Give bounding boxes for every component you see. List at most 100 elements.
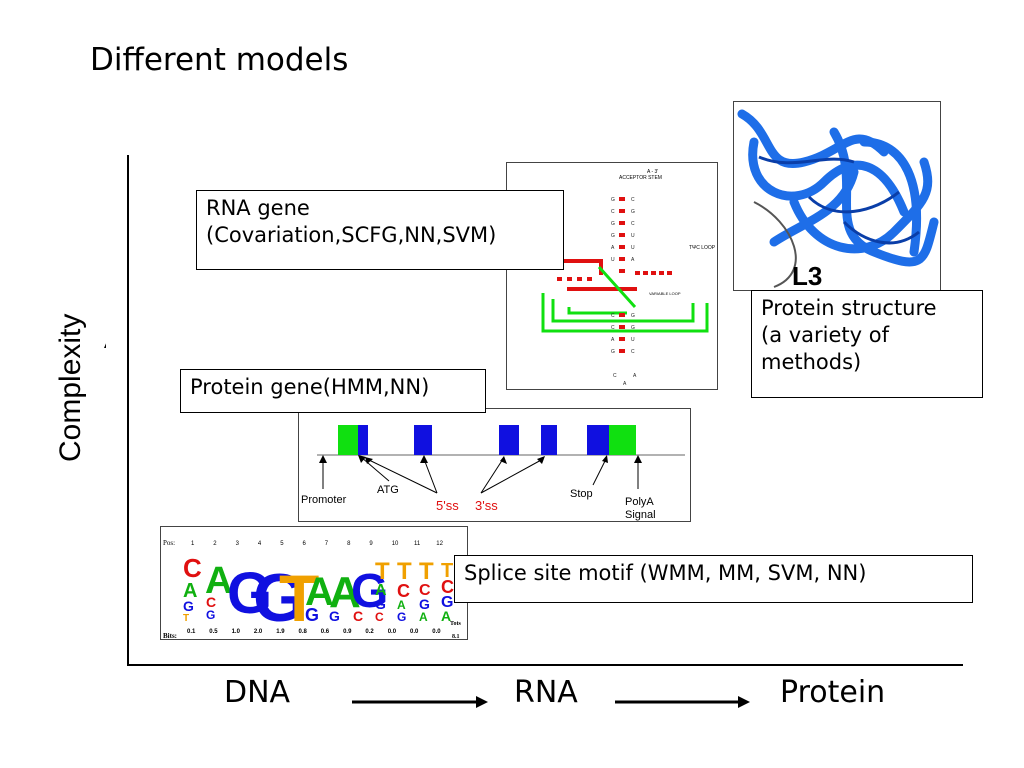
- protein-gene-label: Protein gene(HMM,NN): [190, 375, 430, 399]
- logo-position-7: 7: [325, 541, 329, 547]
- rna-gene-title: RNA gene: [206, 196, 310, 220]
- svg-text:G: G: [611, 349, 615, 355]
- svg-text:T: T: [397, 558, 412, 585]
- y-axis-label-group: Complexity: [54, 314, 106, 462]
- splice-site-box: Splice site motif (WMM, MM, SVM, NN): [454, 555, 973, 603]
- svg-text:C: C: [206, 594, 216, 610]
- svg-text:C: C: [613, 373, 617, 379]
- polya-signal-label: Signal: [625, 509, 656, 521]
- logo-position-4: 4: [258, 541, 262, 547]
- gene-arrow-heads: [319, 455, 642, 464]
- ribbon-strands: [737, 109, 939, 267]
- logo-bits-label: Bits:: [163, 632, 177, 640]
- protein-structure-line3: methods): [761, 350, 862, 374]
- logo-total: 8.1: [452, 634, 460, 640]
- acceptor-stem-pairs: [619, 197, 625, 273]
- trna-diagram: ACCEPTOR STEM A - 3' GCG GAU CGC UUA TΨC…: [541, 169, 716, 387]
- svg-text:G: G: [253, 560, 306, 636]
- tpsic-loop-label: TΨC LOOP: [689, 245, 716, 251]
- logo-bits-11: 0.0: [410, 629, 419, 635]
- logo-position-1: 1: [191, 541, 195, 547]
- svg-text:G: G: [631, 325, 635, 331]
- y-arrow-head: [104, 343, 106, 348]
- svg-text:A: A: [183, 580, 197, 602]
- svg-text:C: C: [631, 349, 635, 355]
- logo-position-8: 8: [347, 541, 351, 547]
- protein-structure-line1: Protein structure: [761, 296, 937, 320]
- coil: [753, 201, 797, 288]
- svg-text:A: A: [441, 608, 451, 624]
- page-title: Different models: [90, 42, 349, 78]
- logo-bits-6: 0.8: [299, 629, 308, 635]
- svg-text:A: A: [397, 598, 406, 612]
- logo-position-12: 12: [436, 541, 443, 547]
- svg-text:U: U: [611, 257, 615, 263]
- svg-text:T: T: [183, 613, 189, 624]
- svg-text:T: T: [375, 558, 390, 585]
- svg-text:G: G: [419, 596, 430, 612]
- svg-text:G: G: [631, 313, 635, 319]
- svg-text:C: C: [183, 553, 202, 583]
- three-prime-end-label: A - 3': [647, 169, 658, 175]
- svg-text:T: T: [419, 558, 434, 585]
- promoter-label: Promoter: [301, 494, 347, 506]
- svg-text:G: G: [227, 561, 272, 626]
- svg-text:A: A: [623, 381, 627, 387]
- logo-position-6: 6: [303, 541, 307, 547]
- polya-label: PolyA: [625, 496, 654, 508]
- d-arm-pairs: [557, 271, 672, 281]
- svg-text:G: G: [397, 610, 406, 624]
- logo-bits-12: 0.0: [432, 629, 441, 635]
- exon-blue-2: [414, 425, 432, 455]
- protein-label-l3: L3: [792, 261, 822, 291]
- svg-text:C: C: [353, 608, 363, 624]
- logo-bits-10: 0.0: [388, 629, 397, 635]
- exon-blue-1: [358, 425, 368, 455]
- anticodon-stem-pairs: [619, 313, 625, 353]
- svg-text:C: C: [611, 313, 615, 319]
- stop-label: Stop: [570, 488, 593, 500]
- protein-structure-box: Protein structure (a variety of methods): [751, 290, 983, 398]
- logo-bits-5: 1.9: [276, 629, 285, 635]
- logo-position-10: 10: [392, 541, 399, 547]
- exon-blue-5: [587, 425, 609, 455]
- svg-text:G: G: [183, 598, 194, 614]
- logo-bits-3: 1.0: [232, 629, 241, 635]
- logo-position-2: 2: [213, 541, 217, 547]
- logo-position-3: 3: [236, 541, 240, 547]
- anticodon-bases: CCA GCA A GGU C: [611, 313, 637, 387]
- svg-text:A: A: [419, 610, 428, 624]
- svg-text:G: G: [305, 605, 319, 625]
- x-label-rna: RNA: [514, 675, 578, 710]
- acceptor-stem-label: ACCEPTOR STEM: [619, 175, 662, 181]
- x-label-protein: Protein: [780, 675, 886, 710]
- gene-structure-panel: Promoter ATG 5'ss 3'ss Stop PolyA Signal: [298, 408, 691, 522]
- x-arrows: [352, 696, 750, 708]
- logo-bits-8: 0.9: [343, 629, 352, 635]
- rna-gene-box: RNA gene (Covariation,SCFG,NN,SVM): [196, 190, 564, 270]
- logo-position-5: 5: [280, 541, 284, 547]
- svg-text:G: G: [611, 197, 615, 203]
- svg-text:A: A: [631, 257, 635, 263]
- svg-text:A: A: [329, 568, 361, 617]
- svg-text:C: C: [631, 221, 635, 227]
- exon-green-end: [609, 425, 636, 455]
- svg-text:C: C: [397, 581, 410, 601]
- svg-text:A: A: [305, 570, 334, 614]
- five-prime-ss-label: 5'ss: [436, 498, 459, 513]
- rna-gene-methods: (Covariation,SCFG,NN,SVM): [206, 223, 497, 247]
- logo-bits-7: 0.6: [321, 629, 330, 635]
- svg-text:A: A: [633, 373, 637, 379]
- svg-text:G: G: [631, 209, 635, 215]
- svg-text:G: G: [611, 233, 615, 239]
- svg-text:C: C: [375, 610, 384, 624]
- svg-text:U: U: [631, 233, 635, 239]
- acceptor-bases: GCG GAU CGC UUA: [611, 197, 635, 263]
- logo-bits-9: 0.2: [365, 629, 374, 635]
- exon-blue-3: [499, 425, 519, 455]
- protein-structure-image: L3: [733, 101, 941, 291]
- logo-bits-4: 2.0: [254, 629, 263, 635]
